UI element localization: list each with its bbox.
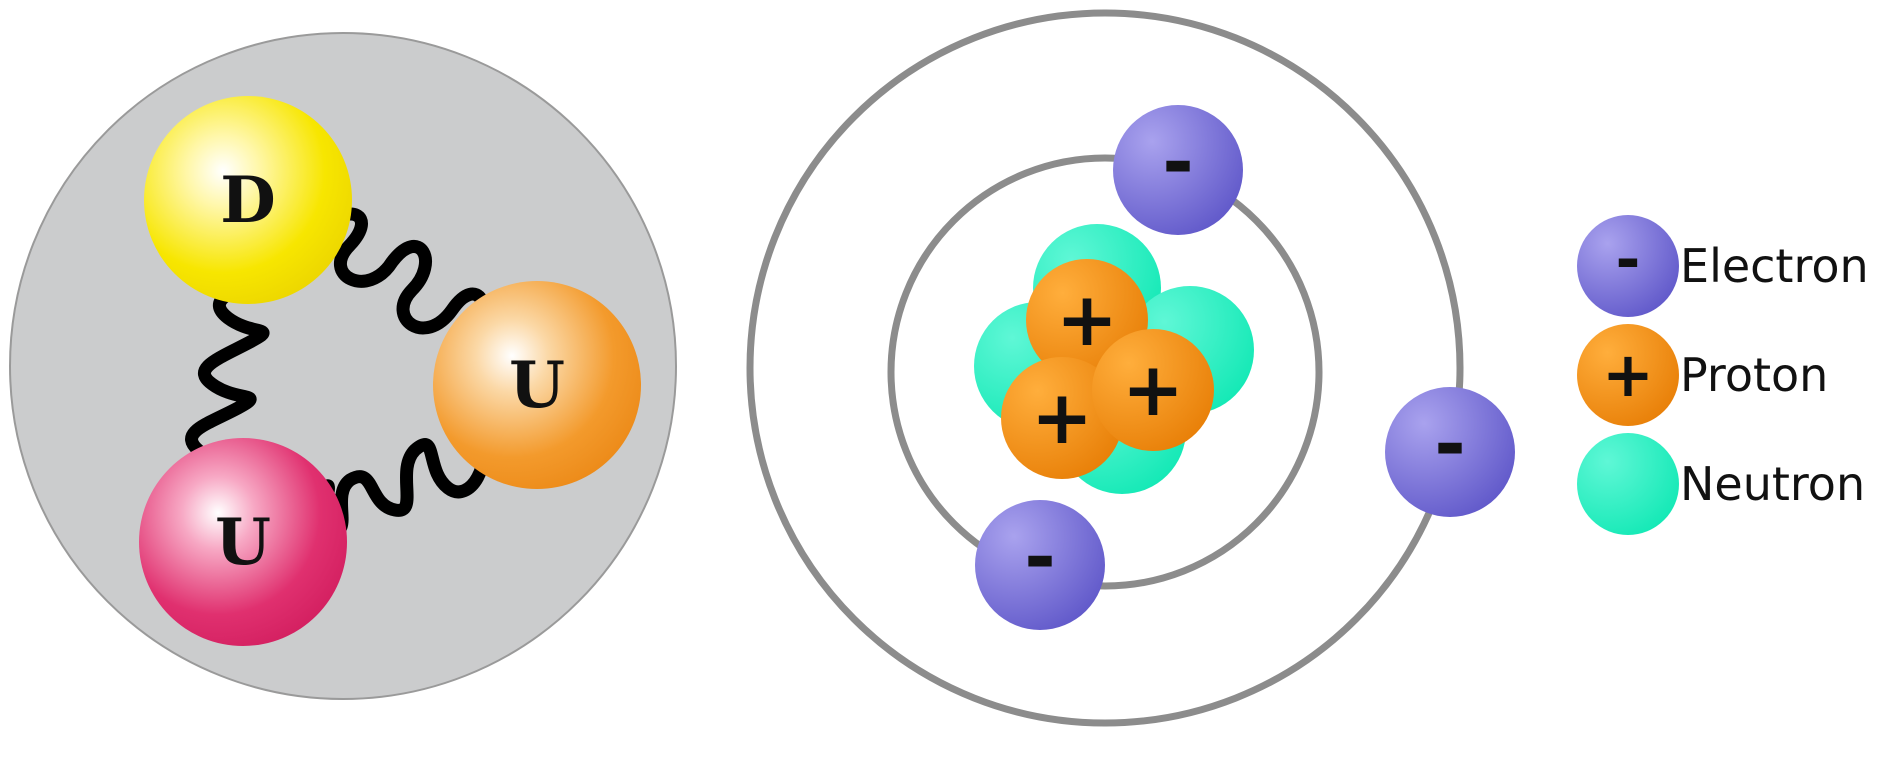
legend-proton-swatch [1577, 324, 1679, 426]
quark-down-label: D [220, 163, 276, 238]
legend-neutron-swatch [1577, 433, 1679, 535]
atom-diagram: + + + - - - [746, 9, 1515, 727]
legend-proton-symbol: + [1602, 338, 1654, 411]
electron-right: - [1385, 387, 1515, 517]
quark-up-pink-label: U [215, 505, 271, 580]
legend: - Electron + Proton Neutron [1577, 215, 1869, 535]
proton: + [1092, 329, 1214, 451]
electron-charge: - [1434, 399, 1466, 488]
quark-down: D [144, 96, 352, 304]
proton-charge: + [1031, 375, 1093, 461]
legend-electron-label: Electron [1680, 239, 1869, 293]
legend-item-electron: - Electron [1577, 215, 1869, 317]
electron-charge: - [1162, 117, 1194, 206]
proton-charge: + [1056, 277, 1118, 363]
electron-top: - [1113, 105, 1243, 235]
electron-bottom-left: - [975, 500, 1105, 630]
legend-neutron-label: Neutron [1680, 457, 1865, 511]
quark-up-pink: U [139, 438, 347, 646]
proton-charge: + [1122, 347, 1184, 433]
proton-quark-diagram: D U U [9, 32, 677, 700]
legend-electron-swatch [1577, 215, 1679, 317]
legend-electron-symbol: - [1616, 225, 1641, 295]
legend-proton-label: Proton [1680, 348, 1828, 402]
legend-item-neutron: Neutron [1577, 433, 1865, 535]
legend-item-proton: + Proton [1577, 324, 1828, 426]
quark-up-orange: U [433, 281, 641, 489]
electron-charge: - [1024, 512, 1056, 601]
outer-orbit [746, 9, 1464, 727]
quark-up-orange-label: U [509, 348, 565, 423]
nucleus: + + + [974, 224, 1254, 494]
inner-orbit [887, 154, 1323, 590]
